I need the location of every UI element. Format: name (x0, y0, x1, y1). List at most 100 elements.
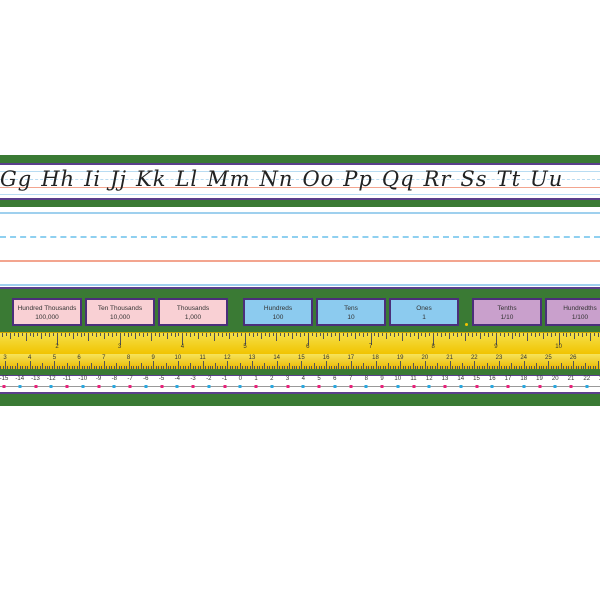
ruler-tick (51, 366, 53, 369)
ruler-tick (170, 366, 172, 369)
ruler-tick (69, 366, 71, 369)
ruler-tick (307, 333, 309, 345)
ruler-tick (466, 366, 468, 369)
ruler-tick (545, 366, 547, 369)
ruler-tick (480, 333, 482, 339)
ruler-tick (392, 366, 394, 369)
ruler-tick (57, 333, 58, 345)
ruler-tick (447, 366, 449, 369)
ruler-tick (318, 366, 320, 369)
ruler-tick (479, 366, 481, 369)
ruler-tick (501, 366, 503, 369)
ruler-tick (37, 333, 39, 336)
ruler-tick (219, 366, 221, 369)
ruler-tick (521, 366, 523, 369)
ruler-tick (249, 366, 251, 369)
number-line-dot (569, 385, 573, 388)
ruler-tick (415, 366, 417, 369)
ruler-tick (29, 361, 31, 369)
ruler-tick (365, 366, 367, 369)
ruler-tick (68, 333, 70, 336)
cm-label: 15 (298, 355, 305, 361)
ruler-tick (558, 333, 560, 345)
ruler-tick (444, 333, 446, 336)
number-line-label: -5 (158, 376, 165, 382)
ruler-tick (355, 366, 357, 369)
number-line-label: 1 (254, 376, 258, 382)
cm-label: 6 (77, 355, 81, 361)
place-value-name: Thousands (176, 305, 210, 312)
ruler-tick (433, 333, 435, 345)
ruler-tick (209, 333, 211, 336)
place-value-name: Tens (344, 305, 358, 312)
cursive-letter-pair: Ll (175, 167, 199, 191)
ruler-tick (103, 361, 105, 369)
ruler-tick (563, 366, 565, 369)
number-line-label: 15 (473, 376, 480, 382)
inch-label: 10 (555, 344, 562, 350)
ruler-tick (291, 366, 293, 369)
ruler-tick (151, 333, 153, 341)
ruler-tick (595, 366, 597, 369)
cursive-letter-pair: Uu (530, 167, 564, 191)
ruler-tick (150, 366, 152, 369)
number-line-label: 6 (333, 376, 337, 382)
ruler-tick (143, 366, 145, 369)
ruler-tick (284, 333, 286, 337)
ruler-tick (158, 366, 160, 369)
ruler-tick (491, 333, 493, 336)
ruler-tick (400, 361, 402, 369)
ruler-tick (170, 333, 172, 336)
ruler-tick (316, 366, 318, 369)
ruler-tick (540, 366, 542, 369)
ruler-tick (306, 366, 308, 369)
cm-label: 18 (372, 355, 379, 361)
ruler-tick (158, 333, 160, 337)
ruler-tick (127, 333, 129, 337)
cm-label: 26 (569, 355, 577, 361)
ruler-tick (586, 333, 588, 336)
ruler-tick (5, 361, 6, 369)
ruler-tick (194, 333, 196, 336)
ruler-tick (429, 366, 431, 369)
ruler-tick (25, 333, 27, 341)
ruler-tick (353, 366, 355, 369)
ruler-tick (268, 333, 270, 337)
ruler-tick (335, 366, 337, 369)
ruler-tick (542, 333, 544, 339)
cm-label: 23 (495, 355, 503, 361)
number-line-dot (553, 385, 557, 388)
number-line-dot (49, 385, 53, 388)
place-value-number: 1,000 (184, 314, 202, 321)
ruler-tick (319, 333, 321, 336)
cm-label: 16 (322, 355, 330, 361)
ruler-tick (101, 366, 103, 369)
ruler-tick (166, 333, 168, 339)
ruler-tick (162, 333, 164, 336)
ruler-tick (374, 333, 376, 336)
ruler-tick (454, 366, 456, 369)
ruler-tick (56, 366, 58, 369)
ruler-tick (457, 366, 458, 369)
ruler-tick (212, 366, 214, 369)
place-value-number: 1/100 (571, 314, 589, 321)
ruler-tick (279, 366, 281, 369)
name-writing-area[interactable] (0, 207, 600, 289)
ruler-tick (284, 366, 286, 369)
ruler-tick (449, 361, 451, 369)
ruler-tick (49, 333, 51, 337)
number-line-label: 19 (536, 376, 543, 382)
cursive-letter-pair: Oo (302, 167, 335, 191)
number-line-dot (538, 385, 541, 388)
ruler-tick (64, 366, 66, 369)
place-value-number: 1 (422, 314, 426, 321)
number-line-dot (238, 385, 242, 388)
ruler-tick (589, 333, 591, 341)
ruler-tick (481, 366, 483, 369)
ruler-tick (135, 333, 137, 339)
ruler-tick (299, 333, 301, 337)
ruler-tick (185, 366, 187, 369)
number-line-label: -6 (143, 376, 149, 382)
place-value-name: Hundredths (563, 305, 597, 312)
